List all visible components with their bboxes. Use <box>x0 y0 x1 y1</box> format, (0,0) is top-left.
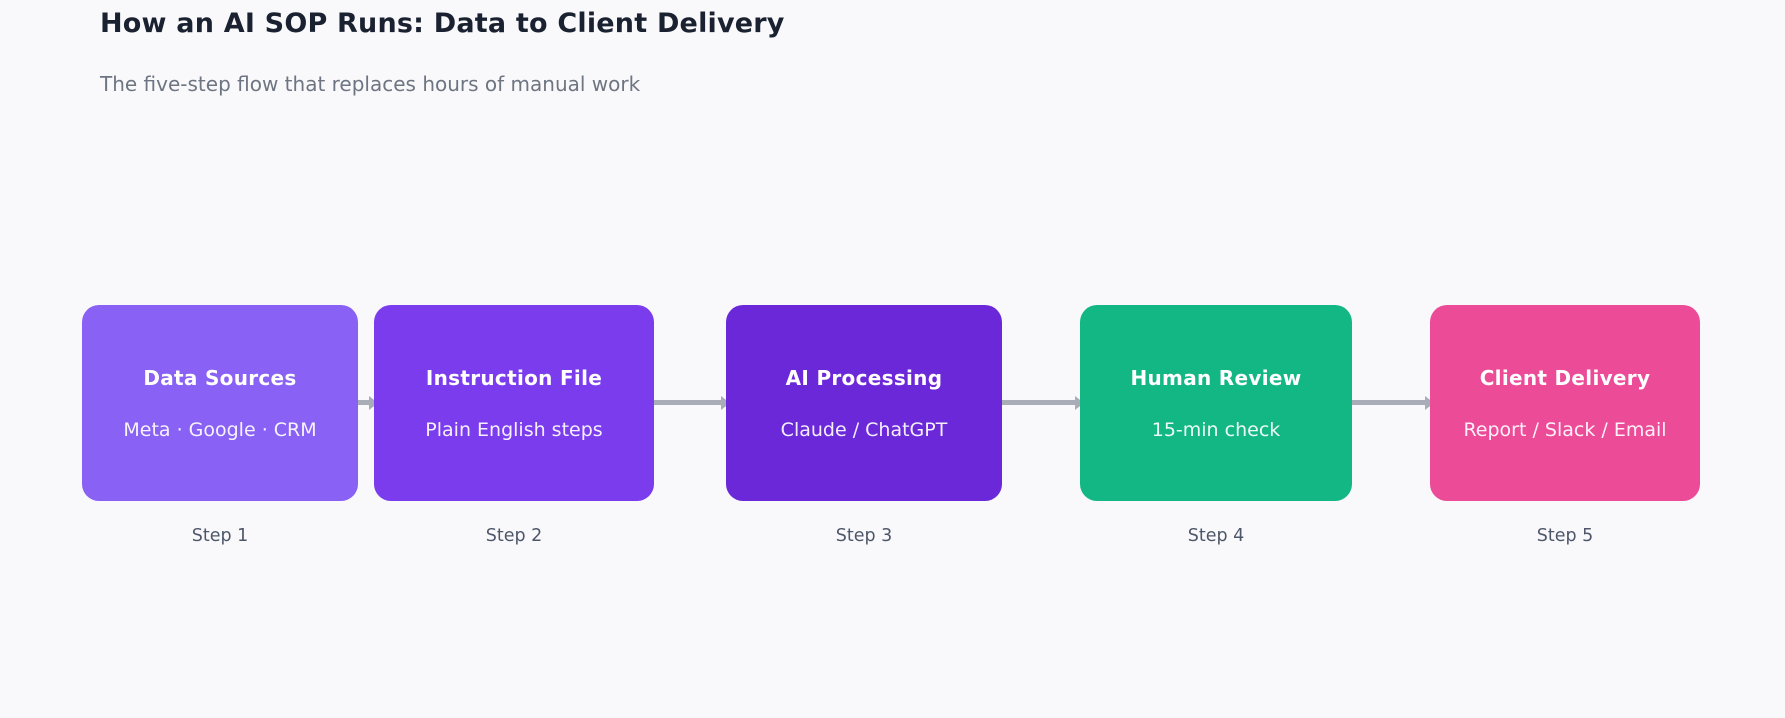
flow-step-card-data-sources: Data Sources Meta · Google · CRM <box>82 305 358 501</box>
flow-step-card-client-delivery: Client Delivery Report / Slack / Email <box>1430 305 1700 501</box>
step-label-2: Step 2 <box>485 526 543 546</box>
connector-line-2 <box>652 395 730 410</box>
arrow-head-icon <box>1075 395 1084 410</box>
step-card-subtitle: Plain English steps <box>425 418 603 441</box>
step-card-title: Instruction File <box>425 365 603 390</box>
connector-line-1 <box>356 395 378 410</box>
arrow-head-icon <box>721 395 730 410</box>
step-card-subtitle: Meta · Google · CRM <box>123 418 317 441</box>
step-card-title: Data Sources <box>143 365 297 390</box>
step-card-subtitle: Claude / ChatGPT <box>780 418 948 441</box>
page-subtitle: The five-step flow that replaces hours o… <box>100 72 641 96</box>
flow-step-card-human-review: Human Review 15-min check <box>1080 305 1352 501</box>
step-card-subtitle: Report / Slack / Email <box>1463 418 1667 441</box>
step-label-3: Step 3 <box>835 526 893 546</box>
arrow-head-icon <box>369 395 378 410</box>
page-title: How an AI SOP Runs: Data to Client Deliv… <box>100 8 785 39</box>
connector-line-3 <box>1000 395 1084 410</box>
step-label-4: Step 4 <box>1187 526 1245 546</box>
step-card-title: Human Review <box>1130 365 1302 390</box>
step-label-1: Step 1 <box>191 526 249 546</box>
connector-line-4 <box>1350 395 1434 410</box>
flow-step-card-instruction-file: Instruction File Plain English steps <box>374 305 654 501</box>
flow-step-card-ai-processing: AI Processing Claude / ChatGPT <box>726 305 1002 501</box>
step-card-subtitle: 15-min check <box>1151 418 1281 441</box>
step-label-5: Step 5 <box>1536 526 1594 546</box>
step-card-title: Client Delivery <box>1479 365 1651 390</box>
arrow-head-icon <box>1425 395 1434 410</box>
step-card-title: AI Processing <box>785 365 943 390</box>
